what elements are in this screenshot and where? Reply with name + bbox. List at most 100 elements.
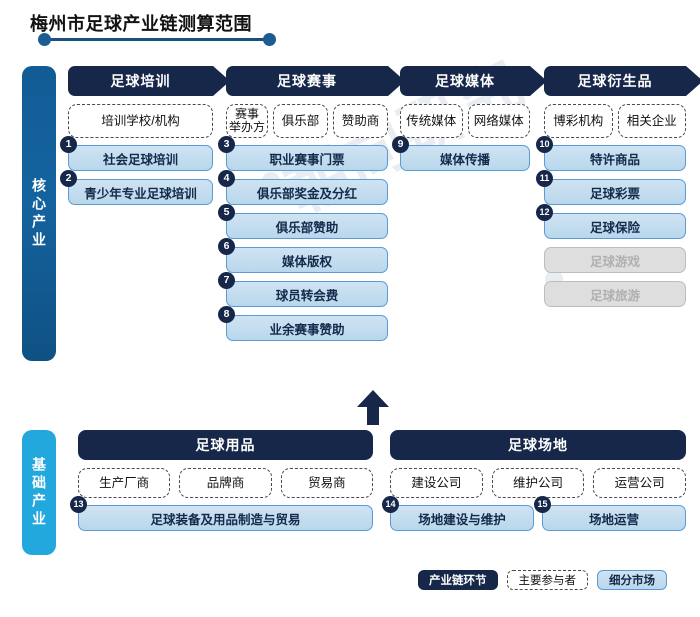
participant-chip[interactable]: 赛事举办方: [226, 104, 268, 138]
segment-number-badge: 8: [218, 306, 235, 323]
segment-box[interactable]: 11 足球彩票: [536, 170, 686, 205]
segment-box[interactable]: 15 场地运营: [534, 496, 686, 531]
segment-list: 9 媒体传播: [392, 136, 530, 171]
core-column-header-label: 足球衍生品: [577, 73, 653, 89]
base-column-header-label: 足球场地: [508, 437, 568, 453]
segment-label: 社会足球培训: [102, 152, 178, 167]
segment-box: 足球游戏: [544, 247, 686, 273]
chevron-right-icon: [686, 66, 700, 96]
title-dot-left: [38, 33, 51, 46]
participants-row: 建设公司维护公司运营公司: [390, 468, 687, 498]
core-column-header[interactable]: 足球衍生品: [544, 66, 700, 96]
segment-box[interactable]: 5 俱乐部赞助: [218, 204, 388, 239]
core-column-header[interactable]: 足球赛事: [226, 66, 405, 96]
base-column-header[interactable]: 足球场地: [390, 430, 686, 460]
segment-number-badge: 1: [60, 136, 77, 153]
segment-number-badge: 3: [218, 136, 235, 153]
participant-chip[interactable]: 博彩机构: [544, 104, 613, 138]
segment-number-badge: 9: [392, 136, 409, 153]
core-column-header[interactable]: 足球培训: [68, 66, 230, 96]
core-column-header[interactable]: 足球媒体: [400, 66, 547, 96]
participant-chip[interactable]: 网络媒体: [467, 104, 530, 138]
core-column-header-label: 足球赛事: [277, 73, 337, 89]
segment-label: 足球游戏: [589, 254, 640, 269]
segment-label: 媒体传播: [439, 152, 490, 167]
participant-chip[interactable]: 赞助商: [333, 104, 388, 138]
segment-number-badge: 14: [382, 496, 399, 513]
participant-chip[interactable]: 维护公司: [491, 468, 585, 498]
segment-label: 足球彩票: [589, 186, 640, 201]
participants-row: 博彩机构相关企业: [544, 104, 686, 138]
segment-number-badge: 4: [218, 170, 235, 187]
participants-row: 生产厂商品牌商贸易商: [78, 468, 373, 498]
participants-row: 赛事举办方俱乐部赞助商: [226, 104, 388, 138]
participant-chip[interactable]: 建设公司: [390, 468, 483, 498]
chevron-right-icon: [530, 66, 547, 96]
segment-label: 场地建设与维护: [418, 512, 506, 527]
segment-label: 媒体版权: [281, 254, 332, 269]
segment-box[interactable]: 1 社会足球培训: [60, 136, 213, 171]
segment-number-badge: 12: [536, 204, 553, 221]
legend-item-dashed: 主要参与者: [506, 570, 588, 590]
title-rule: [46, 38, 268, 41]
segment-box[interactable]: 10 特许商品: [536, 136, 686, 171]
participant-chip[interactable]: 相关企业: [617, 104, 686, 138]
legend-item-light: 细分市场: [597, 570, 667, 590]
segment-box[interactable]: 3 职业赛事门票: [218, 136, 388, 171]
segment-number-badge: 10: [536, 136, 553, 153]
legend: 产业链环节主要参与者细分市场: [418, 570, 667, 590]
segment-number-badge: 15: [534, 496, 551, 513]
participant-chip[interactable]: 贸易商: [280, 468, 373, 498]
participant-chip[interactable]: 品牌商: [179, 468, 272, 498]
participant-chip[interactable]: 生产厂商: [78, 468, 171, 498]
segment-list: 10 特许商品 11 足球彩票 12 足球保险足球游戏足球旅游: [536, 136, 686, 307]
core-column-3: 足球媒体传统媒体网络媒体 9 媒体传播: [392, 66, 547, 179]
segment-number-badge: 13: [70, 496, 87, 513]
segment-label: 俱乐部赞助: [275, 220, 339, 235]
participant-chip[interactable]: 运营公司: [593, 468, 687, 498]
segment-list: 1 社会足球培训 2 青少年专业足球培训: [60, 136, 213, 205]
participants-row: 培训学校/机构: [68, 104, 213, 138]
up-arrow-icon: [355, 390, 391, 425]
segment-number-badge: 2: [60, 170, 77, 187]
segment-label: 俱乐部奖金及分红: [256, 186, 357, 201]
segment-label: 场地运营: [588, 512, 639, 527]
segment-label: 特许商品: [589, 152, 640, 167]
segment-box[interactable]: 2 青少年专业足球培训: [60, 170, 213, 205]
page-title-text: 梅州市足球产业链测算范围: [30, 14, 252, 34]
segment-label: 足球保险: [589, 220, 640, 235]
segment-label: 足球旅游: [589, 288, 640, 303]
base-column-header[interactable]: 足球用品: [78, 430, 373, 460]
segment-number-badge: 5: [218, 204, 235, 221]
page-title: 梅州市足球产业链测算范围: [20, 8, 280, 50]
segment-box: 足球旅游: [544, 281, 686, 307]
segment-number-badge: 7: [218, 272, 235, 289]
participant-chip[interactable]: 俱乐部: [273, 104, 328, 138]
band-base-industry: 基础产业: [22, 430, 56, 555]
segment-box[interactable]: 12 足球保险: [536, 204, 686, 239]
segment-box[interactable]: 14 场地建设与维护: [382, 496, 534, 531]
base-column-header-label: 足球用品: [195, 437, 256, 453]
segment-label: 青少年专业足球培训: [84, 186, 197, 201]
band-core-industry: 核心产业: [22, 66, 56, 361]
core-column-header-label: 足球培训: [110, 73, 171, 89]
chevron-right-icon: [213, 66, 230, 96]
segment-number-badge: 11: [536, 170, 553, 187]
segment-box[interactable]: 9 媒体传播: [392, 136, 530, 171]
participant-chip[interactable]: 传统媒体: [400, 104, 463, 138]
segment-box[interactable]: 4 俱乐部奖金及分红: [218, 170, 388, 205]
segment-label: 职业赛事门票: [269, 152, 345, 167]
participant-chip[interactable]: 培训学校/机构: [68, 104, 213, 138]
